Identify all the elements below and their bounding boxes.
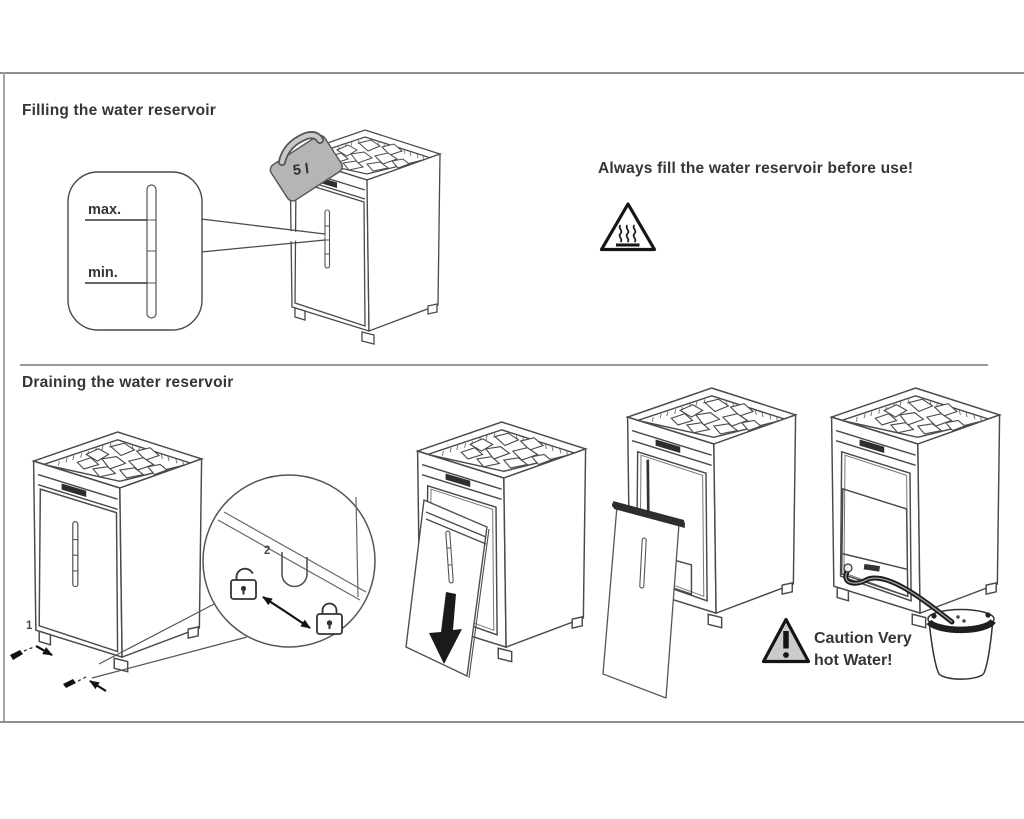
hot-surface-warning-icon [599,202,657,252]
caution-text-line1: Caution Very [814,630,912,647]
filling-section-title: Filling the water reservoir [22,102,217,119]
exclamation-warning-icon [761,617,811,664]
bottom-rule [0,721,1024,723]
lock-detail-callout [202,474,376,648]
screw-direction-arrows [35,645,107,692]
jug-capacity-label: 5 l [292,161,311,179]
left-rule [3,72,5,722]
step-1-label: 1 [26,620,33,632]
level-gauge-callout [67,171,327,331]
screw-icon [10,650,76,688]
watering-can-illustration [269,131,343,202]
section-divider-rule [20,364,988,366]
slide-down-arrow [429,592,462,664]
step-2-label: 2 [264,545,271,557]
bucket-illustration [926,608,996,680]
caution-text-line2: hot Water! [814,652,893,669]
top-rule [0,72,1024,74]
gauge-min-label: min. [88,265,118,281]
padlock-closed-icon [316,602,343,635]
lock-unlock-arrow [262,596,311,629]
padlock-open-icon [230,567,257,600]
draining-step4-heater-illustration [830,387,1001,680]
draining-section-title: Draining the water reservoir [22,374,234,391]
draining-step1-heater-illustration [10,431,248,692]
drain-hose-illustration [843,563,966,625]
draining-step2-heater-illustration [405,421,587,679]
filling-notice: Always fill the water reservoir before u… [598,160,914,177]
gauge-max-label: max. [88,202,122,218]
draining-step3-heater-illustration [602,387,797,699]
